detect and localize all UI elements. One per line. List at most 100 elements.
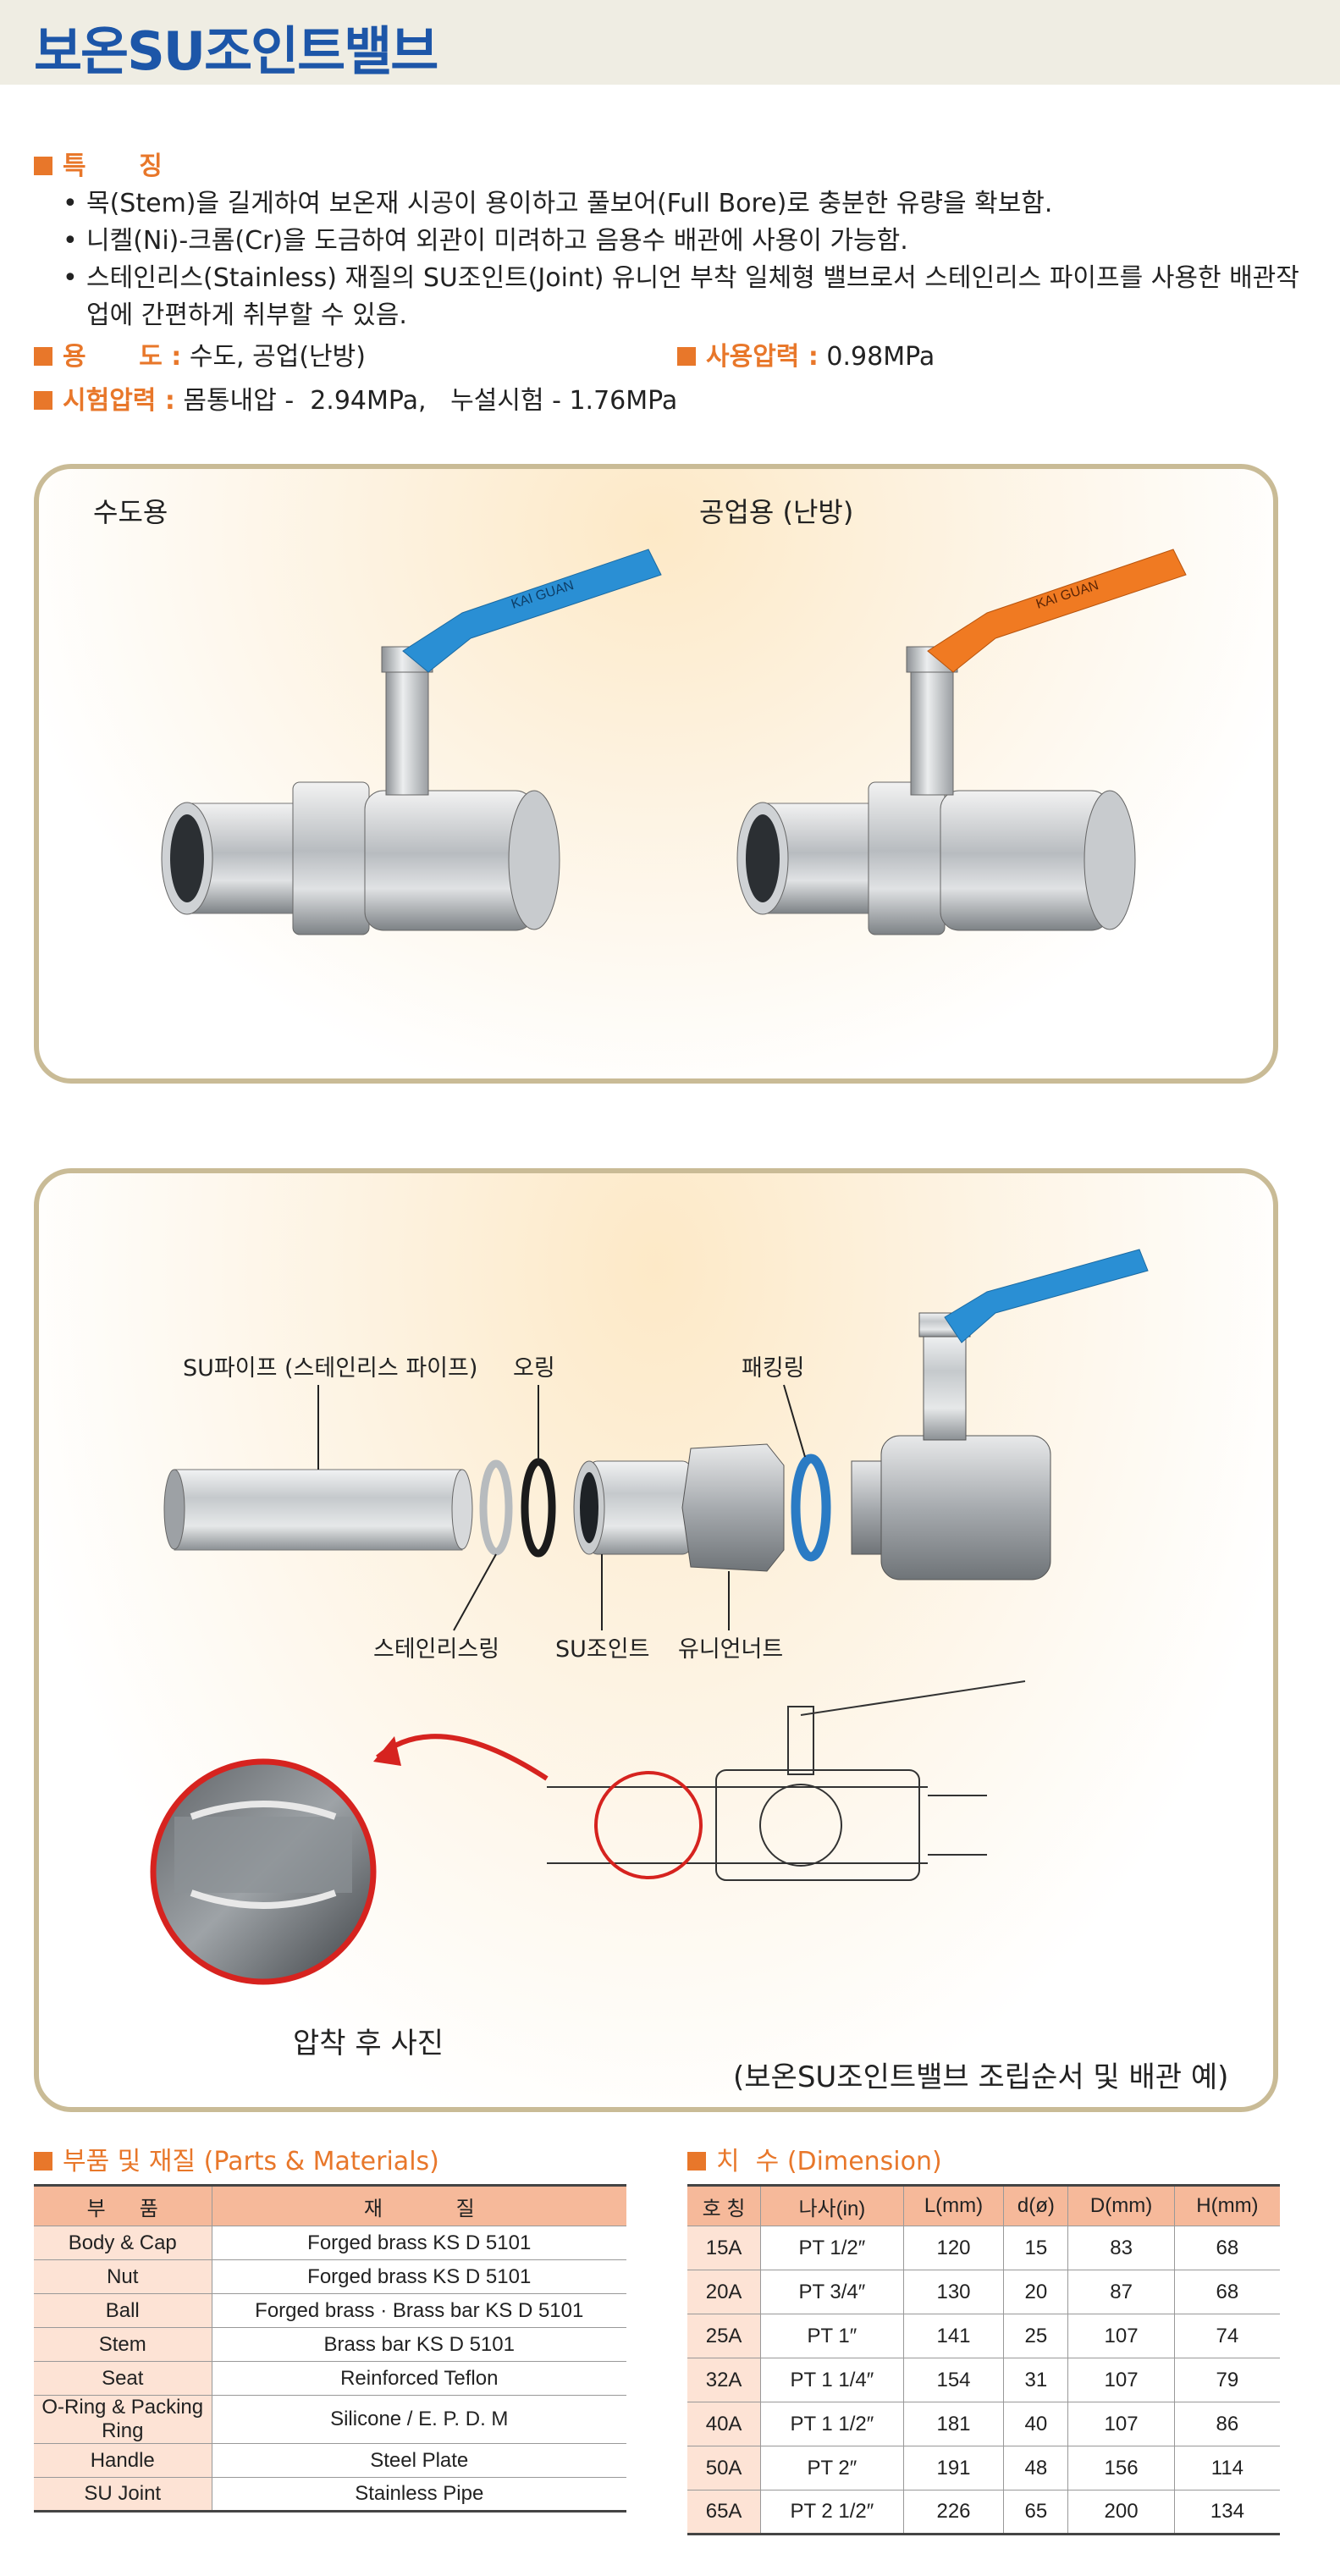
pressure-label: 사용압력 : (706, 342, 819, 372)
materials-title-en: (Parts & Materials) (203, 2147, 439, 2176)
dimension-header: D(mm) (1067, 2184, 1175, 2226)
table-cell: 226 (902, 2490, 1005, 2535)
stainless-ring-image (479, 1459, 513, 1556)
stainless-ring-label: 스테인리스링 (373, 1636, 500, 1663)
test-label: 시험압력 : (63, 386, 175, 416)
title-bar: 보온SU조인트밸브 (0, 0, 1340, 85)
materials-header: 부 품 (34, 2184, 212, 2226)
table-cell: Stainless Pipe (211, 2477, 626, 2513)
water-valve-image: KAI GUAN (161, 549, 662, 935)
table-cell: Body & Cap (34, 2226, 212, 2260)
industrial-valve-image: KAI GUAN (736, 549, 1187, 935)
table-cell: 68 (1173, 2270, 1280, 2314)
table-cell: Seat (34, 2361, 212, 2396)
table-cell: Reinforced Teflon (211, 2361, 626, 2396)
table-cell: 114 (1173, 2446, 1280, 2491)
page-title: 보온SU조인트밸브 (34, 20, 438, 82)
union-nut-image (681, 1443, 785, 1572)
dimension-header: 나사(in) (760, 2184, 904, 2226)
after-press-photo (150, 1758, 377, 1985)
table-cell: 40 (1003, 2402, 1069, 2446)
table-cell: 40A (687, 2402, 762, 2446)
square-bullet-icon (34, 391, 52, 410)
table-cell: 48 (1003, 2446, 1069, 2491)
table-cell: Brass bar KS D 5101 (211, 2327, 626, 2362)
table-cell: PT 2″ (760, 2446, 904, 2491)
materials-header: 재 질 (211, 2184, 626, 2226)
table-cell: 134 (1173, 2490, 1280, 2535)
table-cell: Handle (34, 2443, 212, 2478)
table-cell: 50A (687, 2446, 762, 2491)
usage-row: 용 도 : 수도, 공업(난방) (34, 339, 366, 376)
table-cell: O-Ring & Packing Ring (34, 2395, 212, 2444)
table-cell: 65 (1003, 2490, 1069, 2535)
assembly-valve-image (851, 1249, 1149, 1580)
product-panel: 수도용 공업용 (난방) KAI GUAN (34, 464, 1278, 1084)
red-arrow-icon (376, 1734, 549, 1781)
square-bullet-icon (687, 2152, 706, 2171)
dimension-heading: 치 수 (Dimension) (687, 2140, 942, 2177)
usage-label: 용 도 : (63, 342, 182, 372)
dimension-header: 호 칭 (687, 2184, 762, 2226)
table-cell: 25A (687, 2314, 762, 2358)
table-cell: 154 (902, 2358, 1005, 2402)
usage-value: 수도, 공업(난방) (189, 342, 366, 372)
oring-label: 오링 (513, 1355, 555, 1382)
table-cell: Ball (34, 2293, 212, 2328)
table-cell: PT 1 1/4″ (760, 2358, 904, 2402)
table-cell: 120 (902, 2226, 1005, 2270)
table-cell: Stem (34, 2327, 212, 2362)
su-joint-label: SU조인트 (555, 1636, 650, 1663)
square-bullet-icon (34, 347, 52, 366)
after-press-caption: 압착 후 사진 (293, 2027, 444, 2060)
pipe-label: SU파이프 (스테인리스 파이프) (183, 1355, 478, 1382)
table-cell: Forged brass KS D 5101 (211, 2226, 626, 2260)
packing-ring-image (791, 1453, 831, 1562)
table-cell: PT 1 1/2″ (760, 2402, 904, 2446)
table-cell: PT 3/4″ (760, 2270, 904, 2314)
table-cell: 181 (902, 2402, 1005, 2446)
table-cell: Steel Plate (211, 2443, 626, 2478)
materials-heading: 부품 및 재질 (Parts & Materials) (34, 2140, 439, 2177)
table-cell: 20 (1003, 2270, 1069, 2314)
dimension-title-en: (Dimension) (786, 2147, 942, 2176)
table-cell: 83 (1067, 2226, 1175, 2270)
cross-section-drawing (547, 1680, 1026, 1881)
feature-item: 니켈(Ni)-크롬(Cr)을 도금하여 외관이 미려하고 음용수 배관에 사용이… (58, 223, 1312, 260)
table-cell: 25 (1003, 2314, 1069, 2358)
table-cell: 141 (902, 2314, 1005, 2358)
feature-item: 스테인리스(Stainless) 재질의 SU조인트(Joint) 유니언 부착… (58, 260, 1312, 334)
assembly-panel: SU파이프 (스테인리스 파이프) 오링 패킹링 스테인리스링 SU조인트 유니… (34, 1168, 1278, 2112)
union-nut-label: 유니언너트 (678, 1636, 784, 1663)
su-pipe-image (163, 1469, 473, 1551)
dimension-header: L(mm) (902, 2184, 1005, 2226)
table-cell: 86 (1173, 2402, 1280, 2446)
table-cell: 191 (902, 2446, 1005, 2491)
dimension-header: H(mm) (1173, 2184, 1280, 2226)
callout-lines (317, 1384, 806, 1631)
table-cell: 15A (687, 2226, 762, 2270)
su-joint-image (573, 1460, 692, 1555)
arrow-head-icon (373, 1736, 401, 1766)
table-cell: 65A (687, 2490, 762, 2535)
feature-item: 목(Stem)을 길게하여 보온재 시공이 용이하고 풀보어(Full Bore… (58, 185, 1312, 223)
table-cell: 20A (687, 2270, 762, 2314)
materials-title-ko: 부품 및 재질 (63, 2147, 196, 2176)
table-cell: 79 (1173, 2358, 1280, 2402)
table-cell: 32A (687, 2358, 762, 2402)
square-bullet-icon (34, 2152, 52, 2171)
water-use-label: 수도용 (93, 496, 168, 528)
features-label: 특 징 (63, 152, 163, 181)
product-illustrations: KAI GUAN KAI GUAN (161, 549, 1187, 935)
